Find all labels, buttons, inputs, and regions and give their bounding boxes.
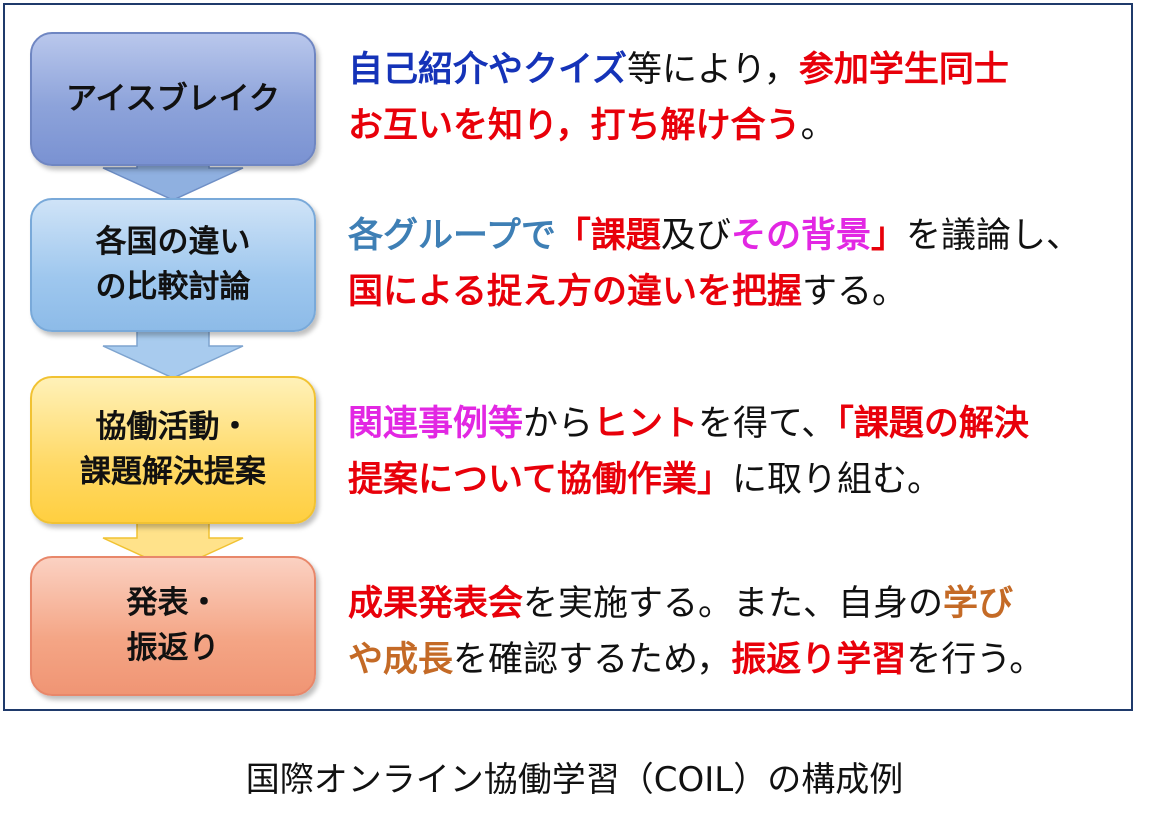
desc3-seg: を得て、 [698, 404, 837, 444]
step-comparison-discussion: 各国の違い の比較討論 [30, 198, 316, 332]
figure-caption: 国際オンライン協働学習（COIL）の構成例 [245, 760, 904, 800]
description-4-line-1: 成果発表会を実施する。また、自身の学び [348, 576, 1108, 632]
desc3-seg: 「課題の解決 [836, 404, 1029, 444]
step-4-line-1: 発表・ [126, 585, 220, 622]
desc2-seg: 」 [870, 216, 906, 256]
desc4-seg: を確認するため， [453, 640, 732, 680]
description-2-line-1: 各グループで「課題及びその背景」を議論し、 [348, 208, 1108, 264]
desc1-seg: 参加学生同士 [798, 50, 1009, 90]
desc2-seg: その背景 [730, 216, 871, 256]
desc3-seg: から [523, 404, 594, 444]
description-1: 自己紹介やクイズ等により，参加学生同士 お互いを知り，打ち解け合う。 [348, 42, 1108, 154]
desc1-seg: 。 [800, 106, 836, 146]
step-3-line-1: 協働活動・ [95, 409, 251, 446]
desc3-seg: ヒント [593, 404, 699, 444]
step-2-line-2: の比較討論 [95, 269, 251, 305]
step-icebreak: アイスブレイク [30, 32, 316, 166]
desc4-seg: や成長 [348, 640, 454, 680]
desc4-seg: 学び [943, 584, 1014, 624]
description-2: 各グループで「課題及びその背景」を議論し、 国による捉え方の違いを把握する。 [348, 208, 1108, 320]
step-collaboration: 協働活動・ 課題解決提案 [30, 376, 316, 524]
desc3-seg: 関連事例等 [348, 404, 524, 444]
step-3-line-2: 課題解決提案 [80, 454, 266, 490]
desc3-seg: 提案について協働作業」 [348, 460, 732, 500]
desc2-seg: 各グループで [348, 216, 556, 256]
desc2-seg: 「課題 [555, 216, 661, 256]
desc1-seg: お互いを知り，打ち解け合う [348, 106, 801, 146]
step-1-line-1: アイスブレイク [66, 80, 280, 117]
desc2-seg: を議論し、 [905, 216, 1081, 256]
description-3: 関連事例等からヒントを得て、「課題の解決 提案について協働作業」に取り組む。 [348, 396, 1108, 508]
desc4-seg: 振返り学習 [731, 640, 907, 680]
desc4-seg: を行う。 [906, 640, 1045, 680]
desc2-seg: する。 [801, 272, 907, 312]
desc4-seg: 成果発表会 [348, 584, 524, 624]
description-4: 成果発表会を実施する。また、自身の学び や成長を確認するため，振返り学習を行う。 [348, 576, 1108, 688]
step-presentation-reflection: 発表・ 振返り [30, 556, 316, 696]
desc2-seg: 及び [660, 216, 731, 256]
step-4-line-2: 振返り [126, 630, 220, 666]
step-2-line-1: 各国の違い [95, 224, 251, 261]
desc3-seg: に取り組む。 [731, 460, 942, 500]
description-4-line-2: や成長を確認するため，振返り学習を行う。 [348, 632, 1108, 688]
description-1-line-2: お互いを知り，打ち解け合う。 [348, 98, 1108, 154]
description-1-line-1: 自己紹介やクイズ等により，参加学生同士 [348, 42, 1108, 98]
description-2-line-2: 国による捉え方の違いを把握する。 [348, 264, 1108, 320]
description-3-line-1: 関連事例等からヒントを得て、「課題の解決 [348, 396, 1108, 452]
desc4-seg: を実施する。また、自身の [523, 584, 944, 624]
desc1-seg: 等により， [626, 50, 799, 90]
desc1-seg: 自己紹介やクイズ [348, 50, 627, 90]
desc2-seg: 国による捉え方の違いを把握 [348, 272, 802, 312]
description-3-line-2: 提案について協働作業」に取り組む。 [348, 452, 1108, 508]
